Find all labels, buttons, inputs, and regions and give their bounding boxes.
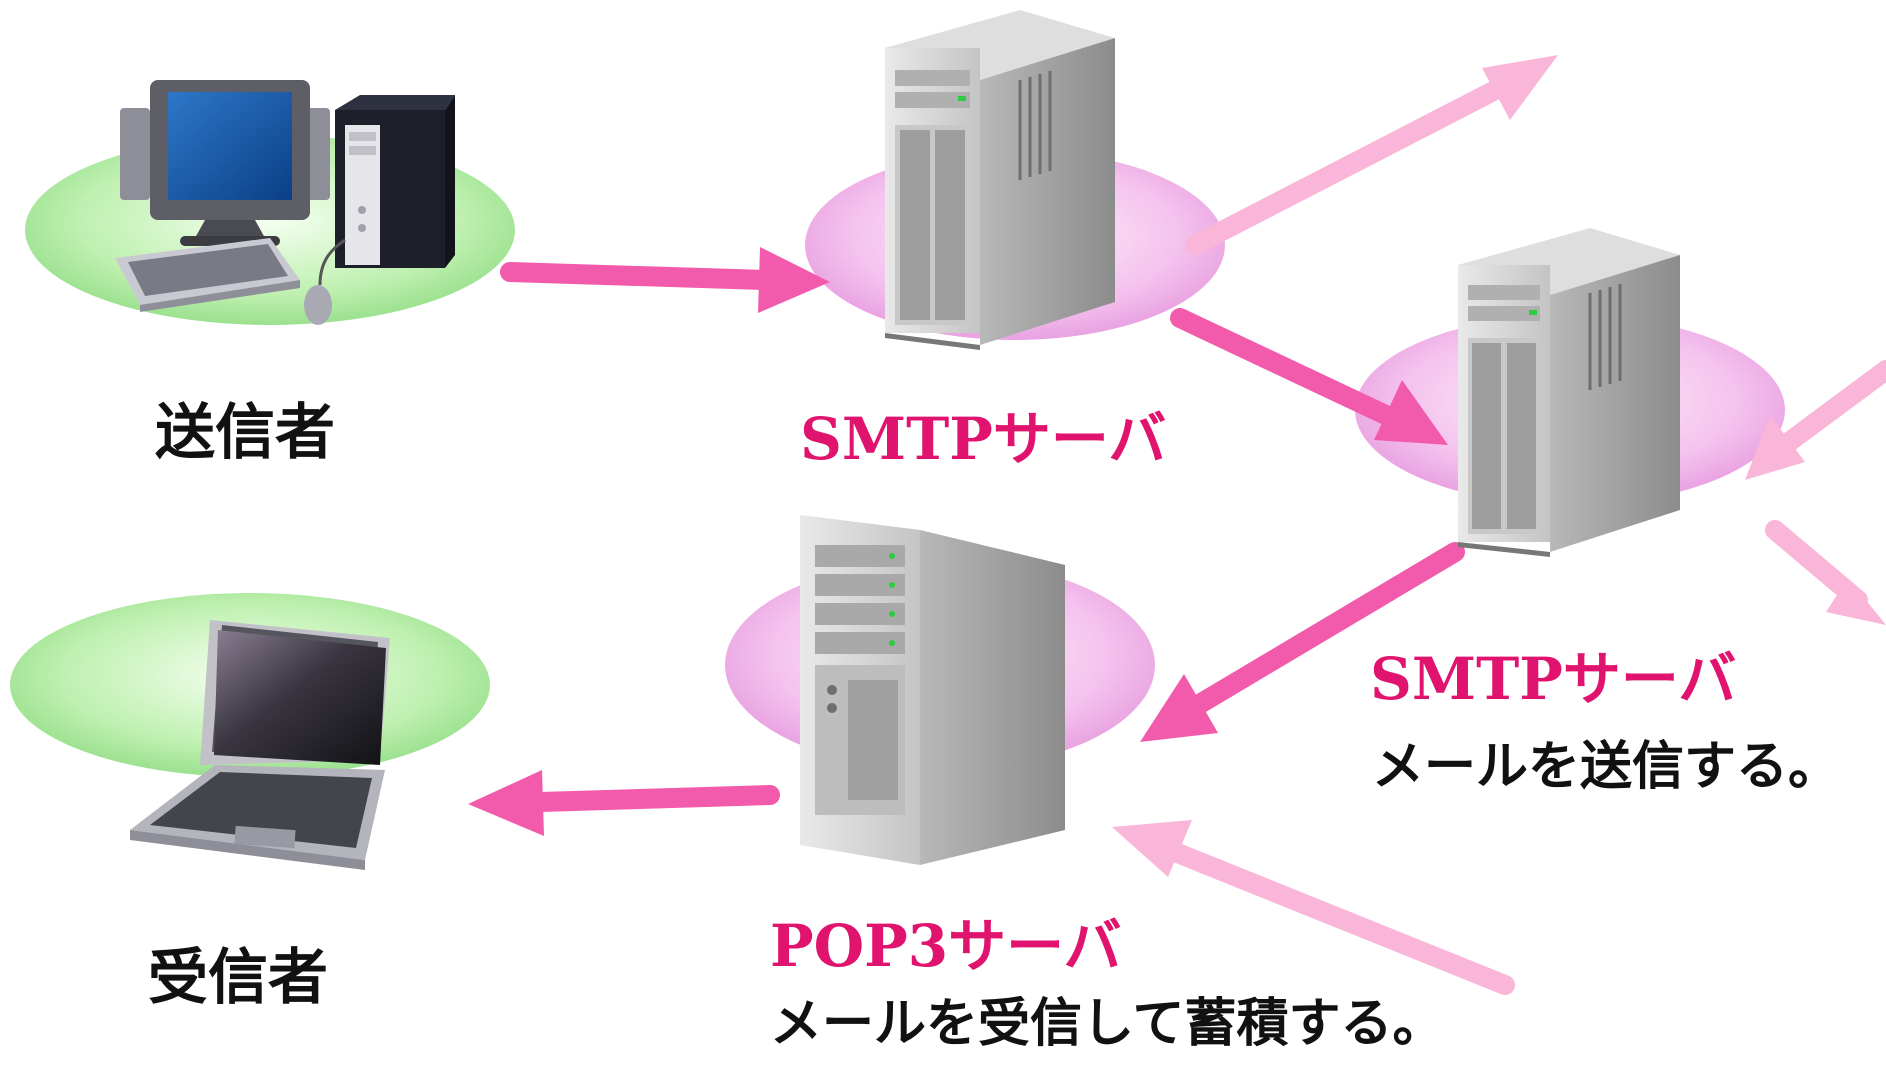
arrow-outside-to-pop3: [1112, 820, 1515, 995]
smtp2-description: メールを送信する。: [1372, 736, 1841, 797]
sender-label: 送信者: [155, 398, 335, 468]
laptop-icon: [130, 620, 390, 870]
pop3-description: メールを受信して蓄積する。: [770, 993, 1445, 1054]
arrow-pop3-to-receiver: [468, 770, 780, 836]
receiver-label: 受信者: [148, 943, 328, 1013]
tower-server-icon: [1458, 228, 1680, 557]
arrow-sender-to-smtp1: [500, 247, 830, 313]
arrow-outside-to-smtp2: [1745, 360, 1886, 480]
smtp1-label: SMTPサーバ: [800, 405, 1167, 473]
tower-server-icon: [885, 10, 1115, 350]
arrow-smtp1-to-smtp2: [1170, 308, 1448, 445]
tower-server-icon: [800, 515, 1065, 865]
smtp2-label: SMTPサーバ: [1370, 645, 1737, 713]
pop3-label: POP3サーバ: [770, 912, 1122, 980]
desktop-pc-icon: [115, 80, 455, 325]
arrow-smtp2-to-outside: [1765, 520, 1886, 625]
arrow-smtp2-to-pop3: [1140, 542, 1465, 742]
arrow-smtp1-to-outside: [1185, 55, 1558, 255]
